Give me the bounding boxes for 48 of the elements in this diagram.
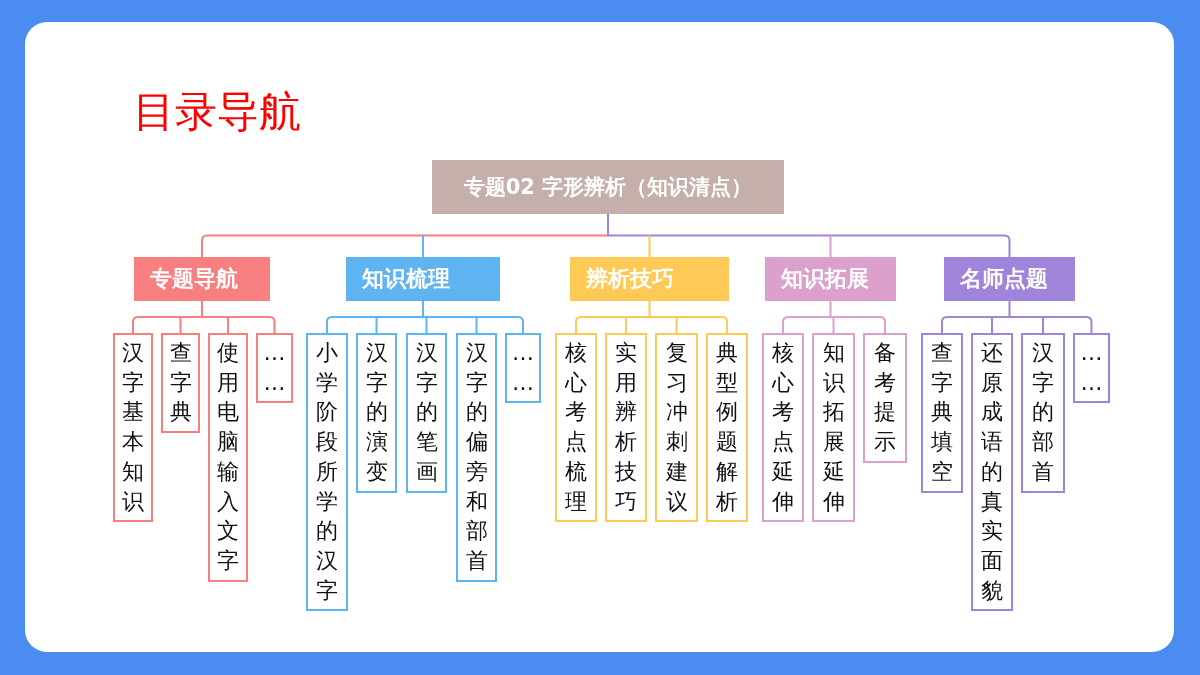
branch-box: 专题导航 [134, 257, 270, 301]
connector [607, 213, 609, 237]
leaf-box: …… [256, 333, 293, 404]
leaf-box: 汉字的偏旁和部首 [456, 333, 497, 582]
connector [1042, 316, 1044, 334]
connector [782, 316, 832, 334]
connector [648, 234, 651, 258]
connector [475, 316, 478, 334]
leaf-box: 查字典 [161, 333, 200, 434]
leaf-box: 汉字基本知识 [113, 333, 153, 523]
connector [422, 234, 424, 258]
leaf-box: 典型例题解析 [706, 333, 748, 523]
connector [201, 234, 609, 258]
leaf-box: 复习冲刺建议 [655, 333, 698, 523]
leaf-box: 小学阶段所学的汉字 [306, 333, 348, 612]
connector [991, 316, 993, 334]
leaf-box: 知识拓展延伸 [812, 333, 855, 523]
leaf-box: 汉字的笔画 [406, 333, 447, 493]
leaf-box: 汉字的部首 [1021, 333, 1065, 493]
connector [675, 316, 678, 334]
branch-box: 辨析技巧 [570, 257, 729, 301]
connector [425, 316, 428, 334]
leaf-box: 使用电脑输入文字 [208, 333, 248, 582]
leaf-box: 核心考点梳理 [555, 333, 597, 523]
connector [227, 316, 229, 334]
connector [179, 316, 182, 334]
leaf-box: 备考提示 [863, 333, 907, 463]
leaf-box: 汉字的演变 [356, 333, 397, 493]
connector [375, 316, 378, 334]
branch-box: 名师点题 [944, 257, 1075, 301]
leaf-box: …… [1073, 333, 1110, 404]
branch-box: 知识梳理 [346, 257, 500, 301]
connector [607, 234, 1011, 258]
leaf-box: 核心考点延伸 [762, 333, 804, 523]
connector [829, 234, 832, 258]
connector [832, 316, 835, 334]
connector [132, 316, 203, 334]
leaf-box: …… [505, 333, 541, 404]
connector [326, 316, 424, 334]
branch-box: 知识拓展 [765, 257, 896, 301]
leaf-box: 查字典填空 [921, 333, 963, 493]
topic-box: 专题02 字形辨析（知识清点） [432, 160, 784, 214]
connector [941, 316, 1011, 334]
leaf-box: 还原成语的真实面貌 [971, 333, 1013, 612]
page-title: 目录导航 [133, 86, 301, 138]
connector [625, 316, 627, 334]
leaf-box: 实用辨析技巧 [605, 333, 647, 523]
connector [575, 316, 651, 334]
